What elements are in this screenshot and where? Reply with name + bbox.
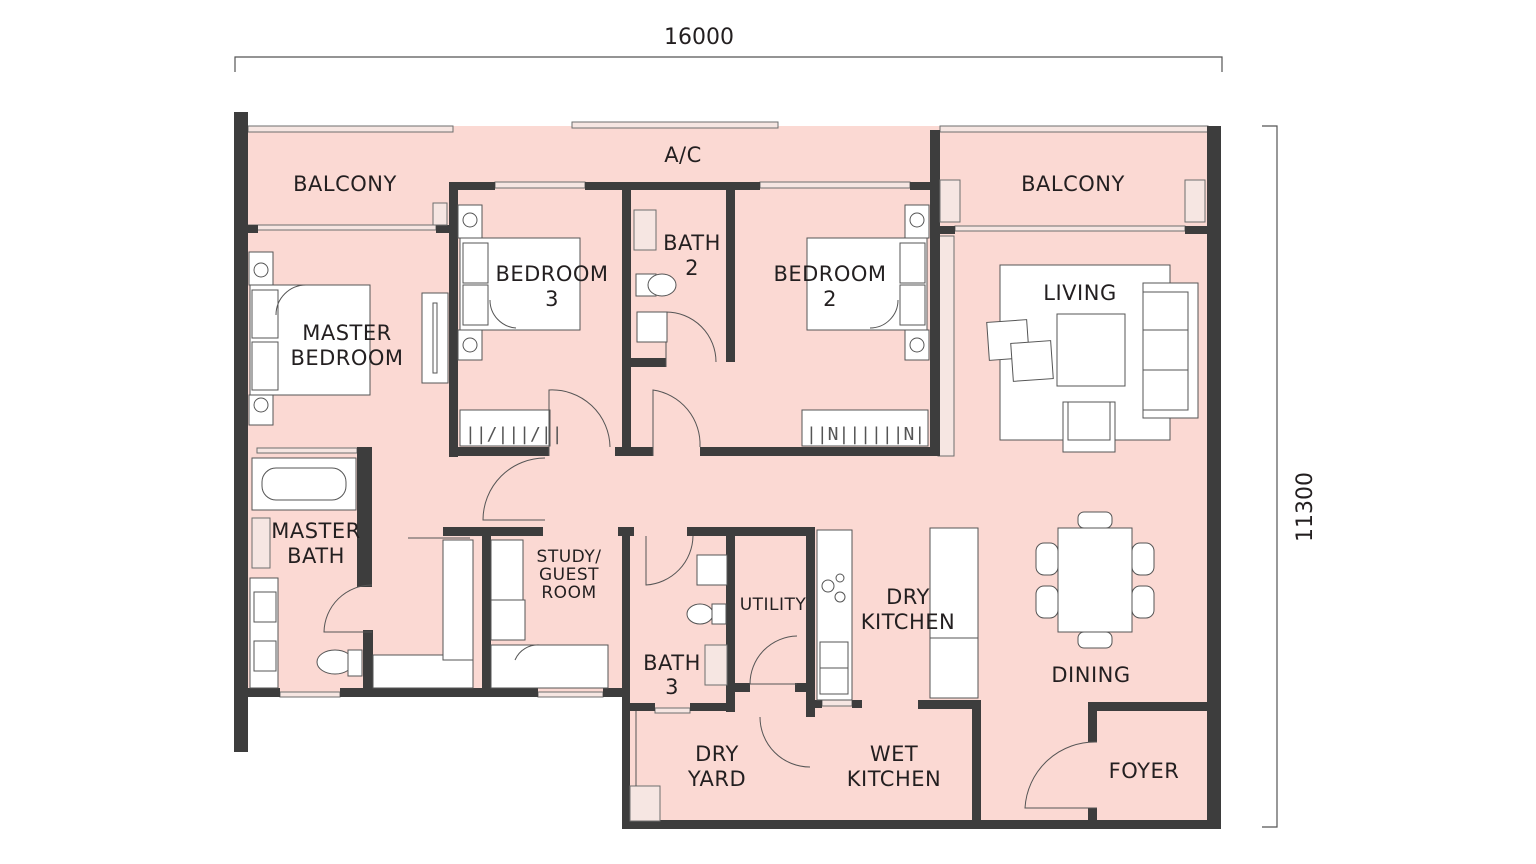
label-bath3-2: 3 (665, 675, 679, 699)
living-furniture (986, 264, 1199, 453)
label-study-2: GUEST (539, 565, 599, 585)
depth-dimension-label: 11300 (1293, 472, 1318, 542)
label-dry-kitchen-2: KITCHEN (861, 610, 956, 634)
bedroom2-bed: ||N||||||N| (801, 204, 930, 447)
label-bath2-1: BATH (663, 231, 721, 255)
label-bath2-2: 2 (685, 256, 699, 280)
label-master-bedroom-2: BEDROOM (290, 346, 403, 370)
label-dry-yard-2: YARD (687, 767, 746, 791)
label-living: LIVING (1043, 281, 1116, 305)
label-master-bath-2: BATH (287, 544, 345, 568)
master-bath-fixtures (249, 457, 363, 689)
width-dimension: 16000 (234, 25, 1223, 72)
label-wet-kitchen-2: KITCHEN (847, 767, 942, 791)
dining-table (1035, 511, 1155, 649)
label-bedroom2-2: 2 (823, 287, 837, 311)
label-bedroom3-2: 3 (545, 287, 559, 311)
label-bath3-1: BATH (643, 651, 701, 675)
width-dimension-label: 16000 (664, 25, 734, 50)
label-ac-ledge: A/C (664, 143, 702, 167)
label-bedroom3-1: BEDROOM (495, 262, 608, 286)
label-foyer: FOYER (1109, 759, 1180, 783)
kitchen-counters (816, 527, 979, 701)
label-dry-kitchen-1: DRY (886, 585, 930, 609)
svg-text:||N||||||N|: ||N||||||N| (806, 424, 925, 445)
label-wet-kitchen-1: WET (870, 742, 918, 766)
depth-dimension: 11300 (1262, 125, 1318, 828)
dry-yard-fixtures (629, 711, 661, 822)
label-dry-yard-1: DRY (695, 742, 739, 766)
master-bed (248, 251, 449, 426)
svg-text:||/|||/||: ||/|||/|| (465, 424, 563, 445)
wardrobe-study (372, 539, 609, 689)
label-study-1: STUDY/ (537, 547, 602, 567)
walls (234, 112, 1221, 829)
label-utility: UTILITY (740, 595, 807, 615)
label-study-3: ROOM (541, 583, 596, 603)
label-bedroom2-1: BEDROOM (773, 262, 886, 286)
label-master-bath-1: MASTER (271, 519, 361, 543)
label-balcony-right: BALCONY (1021, 172, 1125, 196)
balcony-screens (432, 179, 1206, 226)
bath2-fixtures (633, 209, 677, 343)
label-master-bedroom-1: MASTER (302, 321, 392, 345)
room-labels: BALCONY A/C BALCONY MASTER BEDROOM BEDRO… (271, 143, 1179, 791)
bedroom3-bed: ||/|||/|| (457, 204, 581, 447)
bath3-utility-fixtures (686, 554, 728, 686)
label-balcony-left: BALCONY (293, 172, 397, 196)
doors (323, 311, 1098, 809)
label-dining: DINING (1051, 663, 1130, 687)
